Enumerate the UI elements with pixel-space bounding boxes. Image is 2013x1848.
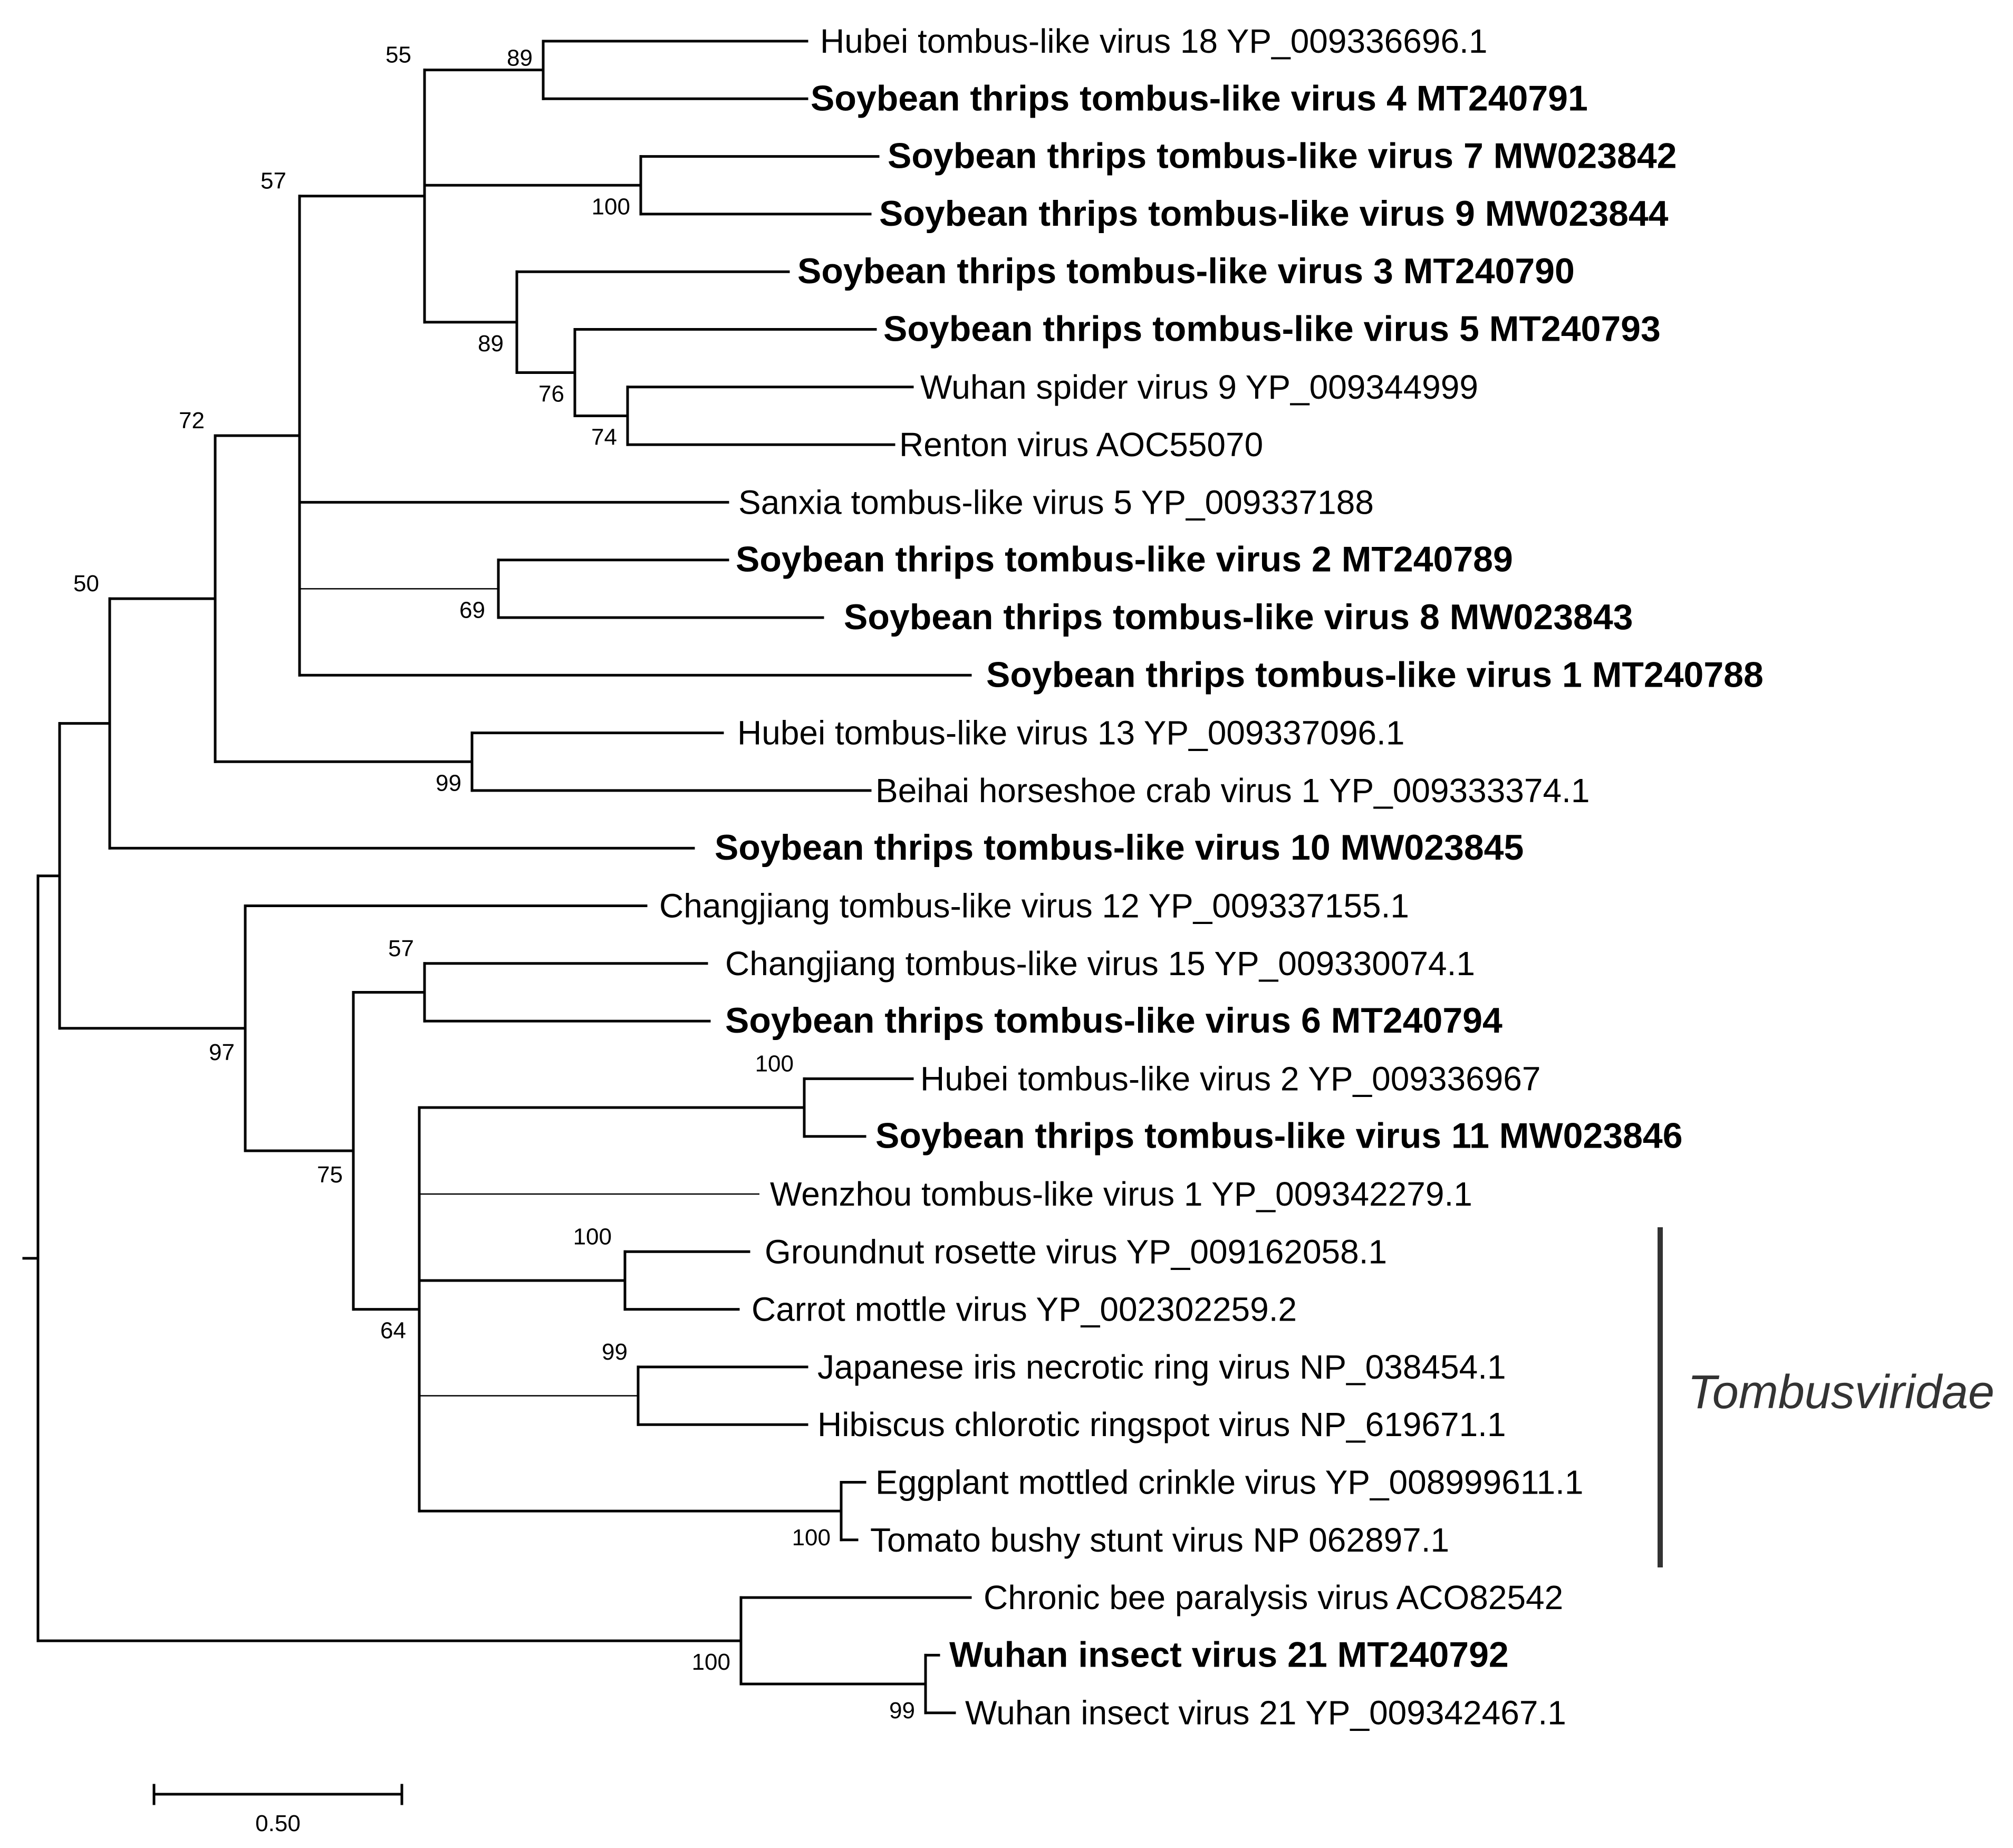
- scale-bar-label: 0.50: [255, 1811, 301, 1836]
- leaf-label-l10: Soybean thrips tombus-like virus 2 MT240…: [736, 540, 1513, 580]
- bootstrap-value-n-l22-l23: 100: [573, 1224, 612, 1249]
- bootstrap-value-n-l13-l14: 99: [436, 770, 461, 796]
- leaf-label-l20: Soybean thrips tombus-like virus 11 MW02…: [875, 1116, 1683, 1156]
- bootstrap-value-n-50: 50: [73, 571, 99, 596]
- bootstrap-value-n-l17-l18: 57: [388, 936, 414, 961]
- leaf-label-l28: Chronic bee paralysis virus ACO82542: [984, 1578, 1563, 1616]
- leaf-label-l8: Renton virus AOC55070: [899, 426, 1263, 464]
- bootstrap-value-n-l10-l11: 69: [459, 597, 485, 623]
- bootstrap-value-n-64: 64: [380, 1318, 406, 1344]
- bootstrap-value-n-l3-l4: 100: [592, 194, 630, 219]
- leaf-label-l18: Soybean thrips tombus-like virus 6 MT240…: [725, 1000, 1502, 1041]
- leaf-label-l1: Hubei tombus-like virus 18 YP_009336696.…: [820, 22, 1487, 60]
- leaf-label-l5: Soybean thrips tombus-like virus 3 MT240…: [797, 251, 1575, 291]
- bootstrap-value-n-l1-l2: 89: [507, 45, 533, 71]
- bootstrap-value-n-l29-l30: 99: [889, 1698, 915, 1724]
- leaf-label-l29: Wuhan insect virus 21 MT240792: [949, 1634, 1509, 1674]
- leaf-labels: Hubei tombus-like virus 18 YP_009336696.…: [659, 22, 1764, 1732]
- scale-bar: 0.50: [152, 1784, 403, 1836]
- leaf-label-l23: Carrot mottle virus YP_002302259.2: [752, 1291, 1297, 1329]
- leaf-label-l14: Beihai horseshoe crab virus 1 YP_0093333…: [875, 772, 1590, 810]
- leaf-label-l9: Sanxia tombus-like virus 5 YP_009337188: [738, 483, 1374, 521]
- bootstrap-value-n-75: 75: [317, 1162, 343, 1188]
- leaf-label-l22: Groundnut rosette virus YP_009162058.1: [765, 1233, 1387, 1270]
- leaf-label-l16: Changjiang tombus-like virus 12 YP_00933…: [659, 887, 1409, 925]
- leaf-label-l3: Soybean thrips tombus-like virus 7 MW023…: [888, 136, 1677, 176]
- leaf-label-l17: Changjiang tombus-like virus 15 YP_00933…: [725, 945, 1475, 983]
- leaf-label-l26: Eggplant mottled crinkle virus YP_008999…: [875, 1464, 1584, 1502]
- bootstrap-value-n-l7-l8: 74: [591, 424, 617, 450]
- leaf-label-l15: Soybean thrips tombus-like virus 10 MW02…: [715, 827, 1524, 868]
- bootstrap-value-n-l5-l8: 89: [478, 331, 504, 357]
- tombusviridae-clade-marker: Tombusviridae: [1658, 1227, 1995, 1567]
- leaf-label-l21: Wenzhou tombus-like virus 1 YP_009342279…: [770, 1175, 1472, 1213]
- bootstrap-value-n-l6-l8: 76: [538, 381, 564, 407]
- leaf-label-l13: Hubei tombus-like virus 13 YP_009337096.…: [737, 714, 1404, 752]
- bootstrap-value-n-l26-l27: 100: [792, 1525, 831, 1551]
- bootstrap-value-n-l19-l20: 100: [755, 1051, 794, 1076]
- leaf-label-l2: Soybean thrips tombus-like virus 4 MT240…: [811, 78, 1588, 118]
- tombusviridae-label: Tombusviridae: [1688, 1366, 1995, 1419]
- leaf-label-l6: Soybean thrips tombus-like virus 5 MT240…: [883, 309, 1661, 349]
- leaf-label-l19: Hubei tombus-like virus 2 YP_009336967: [920, 1060, 1540, 1098]
- bootstrap-value-n-l24-l25: 99: [602, 1339, 628, 1365]
- leaf-label-l27: Tomato bushy stunt virus NP 062897.1: [870, 1521, 1449, 1559]
- bootstrap-value-n-72: 72: [179, 408, 205, 434]
- bootstrap-value-n-out: 100: [692, 1649, 730, 1675]
- tree-branches: [22, 40, 972, 1715]
- bootstrap-value-n-big: 57: [261, 168, 286, 194]
- leaf-label-l7: Wuhan spider virus 9 YP_009344999: [920, 368, 1478, 406]
- leaf-label-l25: Hibiscus chlorotic ringspot virus NP_619…: [817, 1406, 1506, 1443]
- bootstrap-value-n-97: 97: [209, 1040, 235, 1065]
- bootstrap-value-n-tomb-top: 55: [386, 42, 411, 68]
- leaf-label-l11: Soybean thrips tombus-like virus 8 MW023…: [844, 597, 1633, 637]
- leaf-label-l4: Soybean thrips tombus-like virus 9 MW023…: [879, 194, 1669, 234]
- leaf-label-l30: Wuhan insect virus 21 YP_009342467.1: [965, 1694, 1566, 1732]
- leaf-label-l24: Japanese iris necrotic ring virus NP_038…: [817, 1348, 1506, 1386]
- bootstrap-values: 89 100 55 89 76 74 57 69 72 99 50 97 57 75 100 64 100 99 1…: [73, 42, 915, 1724]
- leaf-label-l12: Soybean thrips tombus-like virus 1 MT240…: [986, 654, 1764, 695]
